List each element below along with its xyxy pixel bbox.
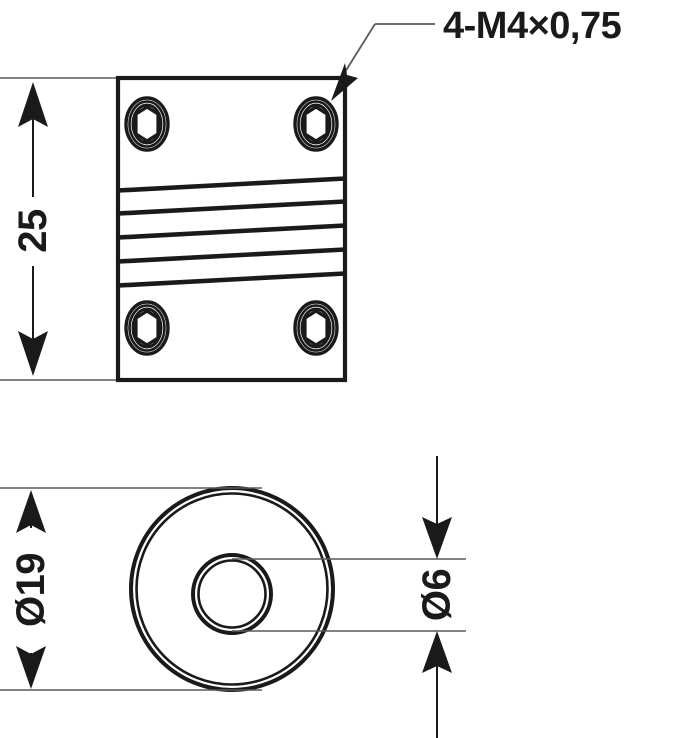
dimension-arrowhead-up [16, 490, 46, 533]
dimension-arrowhead-up [18, 82, 48, 127]
outer-diameter-text: Ø19 [9, 553, 53, 627]
hex-socket-icon [303, 309, 329, 347]
helical-cut-slot [117, 247, 346, 264]
helical-cut-slot [117, 223, 346, 240]
outer-chamfer-circle [135, 492, 329, 686]
bore-chamfer-circle [197, 559, 267, 629]
helical-cut-slot [117, 199, 346, 216]
hex-socket-icon [134, 105, 160, 143]
hex-socket-icon [134, 309, 160, 347]
thread-note-text: 4-M4×0,75 [443, 5, 622, 47]
dimension-arrowhead-down [16, 646, 46, 689]
hex-socket-set-screw [293, 300, 339, 356]
bore-diameter-dimension: Ø6 [232, 456, 466, 738]
thread-note-leader [331, 23, 435, 101]
hex-socket-icon [303, 105, 329, 143]
helical-cut-slot [117, 271, 346, 288]
dimension-arrowhead-down [422, 517, 452, 559]
bore-diameter-text: Ø6 [415, 569, 459, 621]
helical-cut-slot [117, 176, 346, 193]
hex-socket-set-screw [293, 96, 339, 152]
bore-diameter-circle [191, 553, 273, 635]
hex-socket-set-screw [124, 96, 170, 152]
hex-socket-set-screw [124, 300, 170, 356]
length-dimension-text: 25 [11, 209, 55, 253]
length-dimension-25: 25 [11, 82, 55, 376]
front-elevation-view [0, 75, 348, 383]
dimension-arrowhead-up [422, 631, 452, 673]
leader-arrowhead [331, 63, 358, 101]
end-circular-view [129, 486, 335, 692]
dimension-arrowhead-down [18, 331, 48, 376]
outer-diameter-dimension: Ø19 [0, 487, 262, 691]
helical-cut-group [117, 176, 346, 288]
